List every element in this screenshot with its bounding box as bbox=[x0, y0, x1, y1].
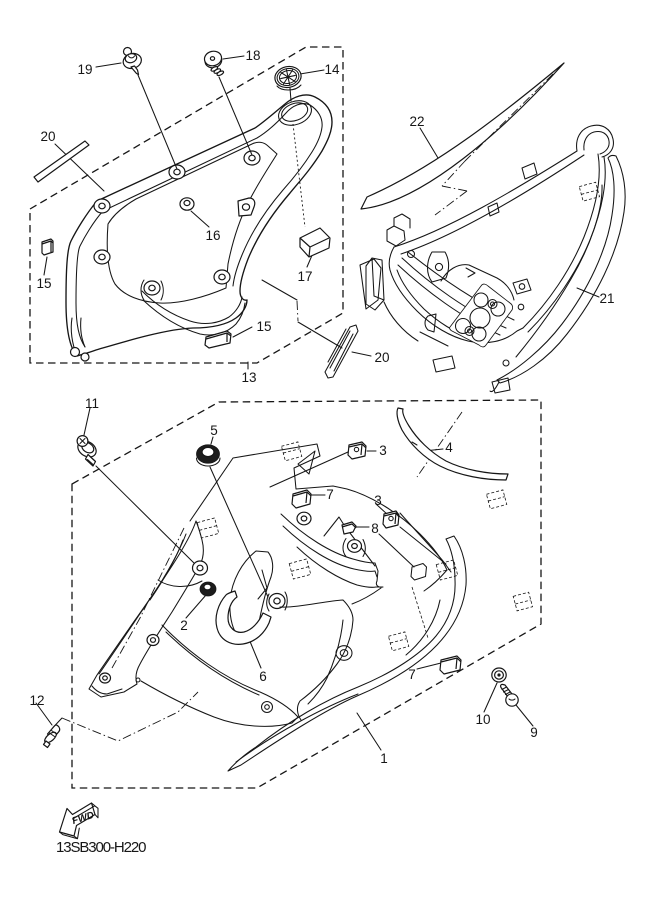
svg-text:4: 4 bbox=[445, 440, 453, 455]
svg-text:11: 11 bbox=[85, 396, 99, 411]
svg-text:9: 9 bbox=[530, 725, 538, 740]
svg-text:18: 18 bbox=[245, 48, 260, 63]
svg-text:7: 7 bbox=[326, 487, 334, 502]
svg-text:3: 3 bbox=[379, 443, 387, 458]
svg-text:20: 20 bbox=[374, 350, 389, 365]
svg-text:2: 2 bbox=[180, 618, 188, 633]
svg-text:15: 15 bbox=[36, 276, 51, 291]
svg-text:16: 16 bbox=[205, 228, 220, 243]
svg-text:21: 21 bbox=[599, 291, 614, 306]
svg-text:5: 5 bbox=[210, 423, 218, 438]
svg-text:FWD: FWD bbox=[71, 810, 96, 827]
svg-text:22: 22 bbox=[409, 114, 424, 129]
svg-text:1: 1 bbox=[380, 751, 388, 766]
svg-text:12: 12 bbox=[29, 693, 44, 708]
svg-text:6: 6 bbox=[259, 669, 267, 684]
svg-text:8: 8 bbox=[371, 521, 379, 536]
svg-text:14: 14 bbox=[324, 62, 340, 77]
svg-text:19: 19 bbox=[77, 62, 92, 77]
svg-text:20: 20 bbox=[40, 129, 55, 144]
svg-text:3: 3 bbox=[374, 493, 382, 508]
svg-text:7: 7 bbox=[408, 667, 416, 682]
svg-text:13SB300-H220: 13SB300-H220 bbox=[56, 839, 146, 856]
svg-text:17: 17 bbox=[297, 269, 312, 284]
svg-text:15: 15 bbox=[256, 319, 271, 334]
svg-text:13: 13 bbox=[241, 370, 256, 385]
svg-text:10: 10 bbox=[475, 712, 490, 727]
